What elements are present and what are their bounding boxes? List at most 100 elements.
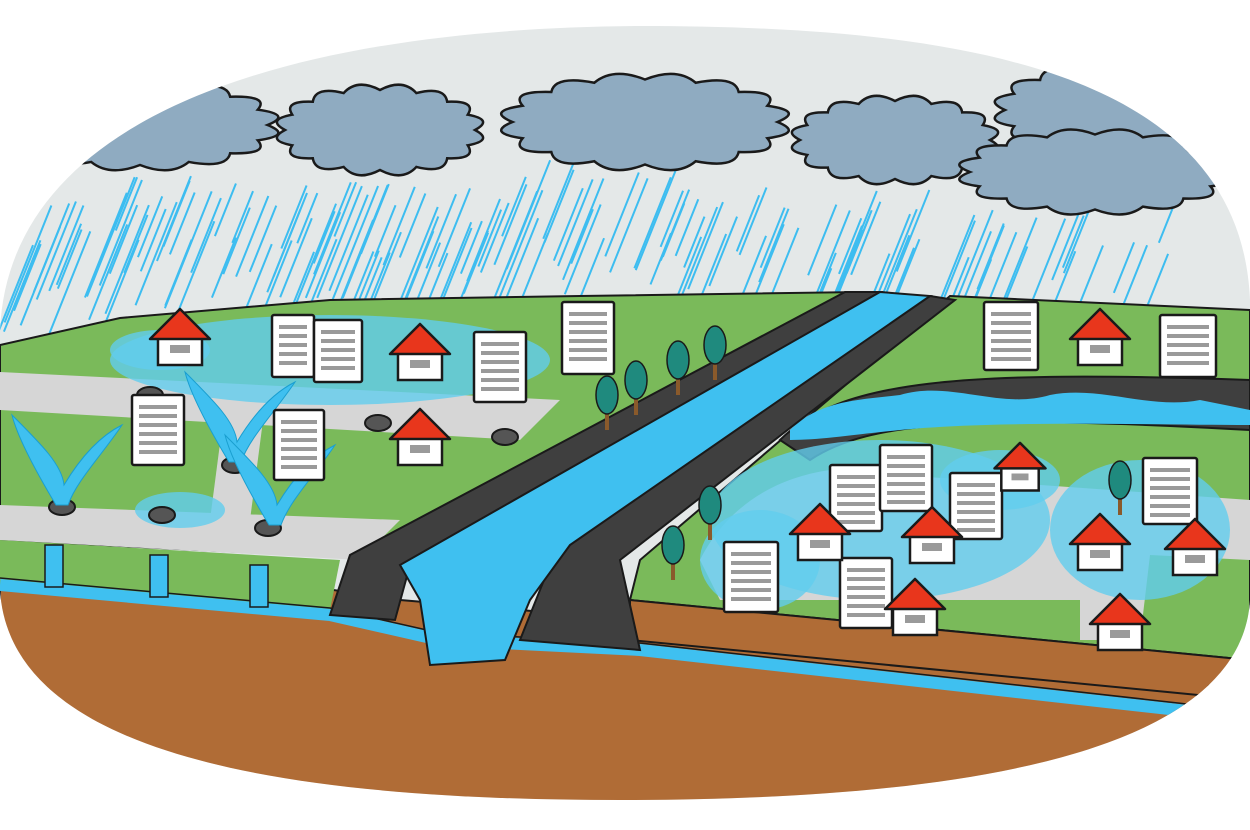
buildings: [130, 300, 1218, 630]
building-window-row: [887, 491, 925, 495]
building-window-row: [279, 352, 307, 356]
houses: [148, 307, 1227, 652]
building-window-row: [139, 441, 177, 445]
raindrop: [86, 176, 136, 297]
raindrop: [659, 189, 691, 261]
building-icon: [722, 540, 780, 614]
building-window-row: [1150, 513, 1190, 517]
raindrop: [280, 185, 308, 249]
building-window-row: [321, 357, 355, 361]
raindrop: [2, 239, 42, 332]
building-window-row: [281, 456, 317, 460]
raindrop: [477, 209, 503, 267]
building-window-row: [481, 342, 519, 346]
building-window-row: [991, 312, 1031, 316]
raindrop: [604, 172, 640, 257]
house-icon: [993, 441, 1047, 492]
raindrop: [401, 216, 440, 306]
building-window-row: [569, 330, 607, 334]
cloud-icon: [275, 83, 485, 177]
raindrop: [48, 205, 85, 292]
tree-icon: [624, 360, 648, 400]
building-icon: [130, 393, 186, 467]
building-window-row: [731, 561, 771, 565]
building-window-row: [321, 348, 355, 352]
building-icon: [982, 300, 1040, 372]
house-roof: [148, 307, 212, 341]
raindrop: [437, 188, 471, 268]
house-icon: [1088, 592, 1152, 652]
raindrop: [459, 220, 483, 274]
raindrop: [735, 194, 761, 252]
raindrop: [562, 178, 605, 281]
raindrop: [495, 189, 544, 306]
water-geyser: [184, 370, 297, 463]
manhole-icon: [491, 428, 519, 446]
building-icon: [312, 318, 364, 384]
house-icon: [883, 577, 947, 637]
raindrop: [369, 231, 402, 310]
house-roof: [1068, 307, 1132, 341]
building-window-row: [837, 520, 875, 524]
raindrop: [1112, 241, 1135, 294]
building-icon: [828, 463, 884, 533]
raindrop: [114, 176, 139, 231]
raindrop: [55, 223, 83, 286]
building-window-row: [569, 357, 607, 361]
building-window-row: [957, 510, 995, 514]
trees: [595, 325, 1132, 580]
house-roof: [900, 505, 964, 539]
raindrop: [213, 183, 237, 237]
raindrop: [19, 226, 62, 326]
raindrop: [177, 220, 216, 311]
building-window-row: [281, 465, 317, 469]
raindrop: [815, 210, 851, 296]
building-body: [130, 393, 186, 467]
raindrop: [895, 189, 931, 272]
building-window-row: [731, 579, 771, 583]
raindrop: [162, 180, 191, 247]
raindrop: [164, 239, 193, 307]
raindrop: [850, 201, 882, 276]
building-window-row: [887, 482, 925, 486]
building-body: [560, 300, 616, 376]
tree-icon: [666, 340, 690, 380]
house-window: [170, 345, 190, 353]
building-body: [722, 540, 780, 614]
raindrop: [168, 192, 196, 255]
raindrop: [398, 193, 427, 258]
raindrop: [98, 179, 143, 286]
building-window-row: [847, 586, 885, 590]
house-window: [1185, 555, 1205, 563]
raindrop: [3, 205, 53, 323]
raindrop: [296, 192, 319, 244]
house-icon: [148, 307, 212, 367]
building-window-row: [991, 348, 1031, 352]
building-window-row: [279, 334, 307, 338]
raindrop: [104, 204, 150, 315]
raindrop: [708, 216, 738, 287]
building-window-row: [279, 325, 307, 329]
raindrop: [231, 190, 254, 244]
building-icon: [948, 471, 1004, 541]
building-window-row: [279, 361, 307, 365]
house-icon: [388, 322, 452, 382]
raindrop: [674, 198, 700, 257]
raindrop: [248, 205, 278, 273]
raindrop: [210, 237, 237, 299]
raindrop: [438, 221, 473, 303]
raindrop: [505, 159, 552, 270]
building-icon: [270, 313, 316, 379]
house-window: [410, 360, 430, 368]
tree-trunk: [676, 370, 680, 395]
raindrop: [304, 211, 342, 299]
raindrop: [45, 230, 92, 342]
building-window-row: [1167, 361, 1209, 365]
house-roof: [788, 502, 852, 536]
manhole-icon: [364, 414, 392, 432]
building-window-row: [887, 455, 925, 459]
raindrop: [759, 207, 786, 269]
raindrop: [634, 170, 677, 271]
building-window-row: [847, 613, 885, 617]
raindrop: [235, 195, 270, 278]
